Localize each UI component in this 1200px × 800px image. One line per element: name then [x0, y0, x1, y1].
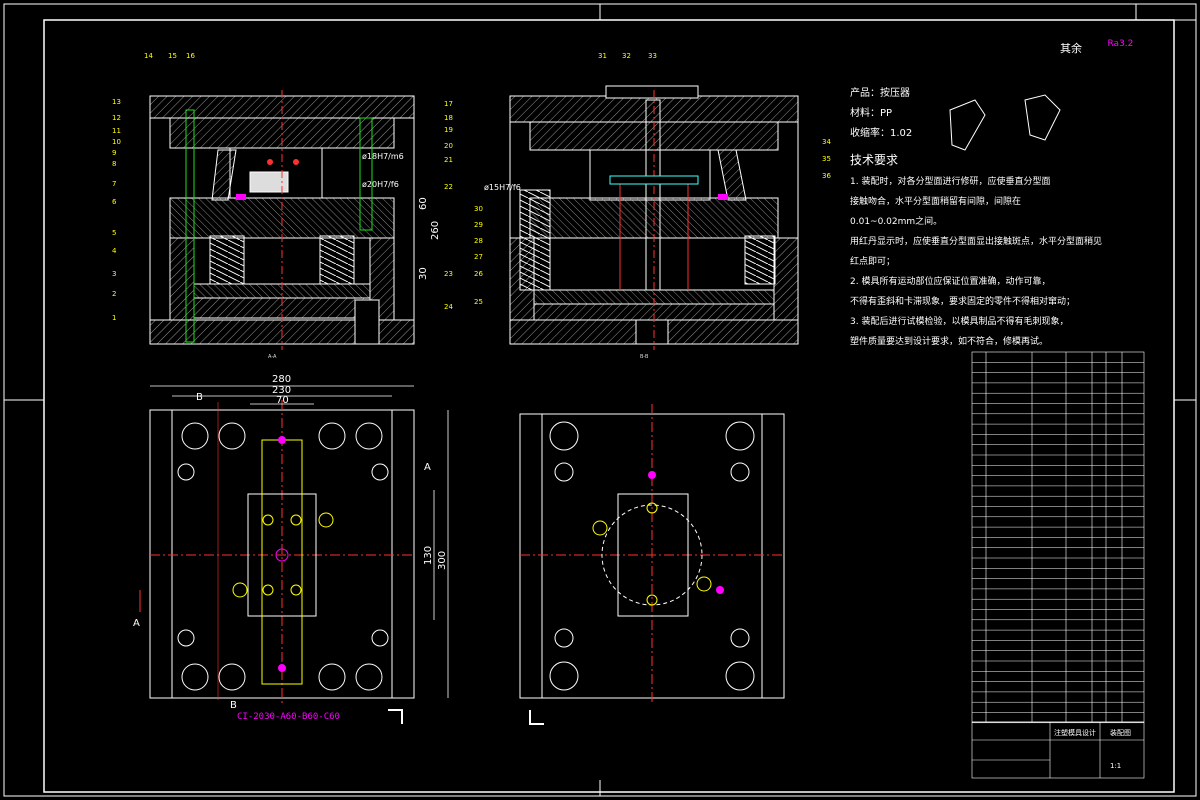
dim-fit-2: ø20H7/f6 — [362, 180, 399, 189]
dim-fit-1: ø18H7/m6 — [362, 152, 404, 161]
dim-top-width-3: 70 — [276, 395, 289, 406]
dim-side-height-1: 260 — [430, 220, 441, 240]
callout-b-left: 30 — [474, 205, 483, 213]
marker-b-top: B — [196, 392, 203, 403]
dim-top-width-2: 230 — [272, 385, 292, 396]
callout-left: 11 — [112, 127, 121, 135]
callout-left: 5 — [112, 229, 117, 237]
dim-plan-height-2: 130 — [423, 545, 434, 565]
dim-fit-3: ø15H7/f6 — [484, 183, 521, 192]
callout-b-right: 35 — [822, 155, 831, 163]
dim-side-height-3: 30 — [418, 267, 429, 280]
parts-list-rows — [972, 362, 1144, 724]
roughness-value: Ra3.2 — [1107, 39, 1134, 49]
callout-left: 6 — [112, 198, 117, 206]
callout-b-left: 29 — [474, 221, 483, 229]
roughness-note: 其余 Ra3.2 — [1060, 39, 1134, 56]
requirement-line: 3. 装配后进行试模检验，以模具制品不得有毛刺现象， — [850, 317, 1069, 327]
title-block — [971, 721, 1145, 779]
marker-a-left: A — [133, 618, 140, 629]
dim-plan-height-1: 300 — [437, 550, 448, 570]
callout-left-top: 14 — [144, 52, 153, 60]
product-name: 产品：按压器 — [850, 88, 910, 99]
section-a-a — [149, 90, 415, 350]
callout-b-left: 28 — [474, 237, 483, 245]
scale-label: 1:1 — [1110, 762, 1122, 770]
plan-view-right — [519, 404, 785, 725]
roughness-label: 其余 — [1060, 42, 1082, 55]
callout-b-top: 31 — [598, 52, 607, 60]
requirement-line: 红点即可； — [850, 257, 896, 267]
callout-b-right: 36 — [822, 172, 831, 180]
dim-side-height-2: 60 — [418, 197, 429, 210]
callout-left: 7 — [112, 180, 117, 188]
requirements-title: 技术要求 — [850, 153, 899, 167]
callout-b-left: 26 — [474, 270, 483, 278]
requirement-line: 0.01~0.02mm之间。 — [850, 217, 943, 227]
requirement-line: 用红丹显示时，应使垂直分型面显出接触斑点，水平分型面稍见 — [850, 237, 1103, 247]
product-shrinkage: 收缩率：1.02 — [850, 128, 913, 139]
plan-view-left — [139, 385, 449, 724]
marker-a-right: A — [424, 462, 431, 473]
callout-right: 17 — [444, 100, 453, 108]
part-sketch — [949, 94, 1061, 151]
callout-b-right: 34 — [822, 138, 831, 146]
callout-right: 19 — [444, 126, 453, 134]
section-label-left: A-A — [268, 354, 277, 360]
requirement-line: 1. 装配时，对各分型面进行修研，应使垂直分型面 — [850, 177, 1051, 187]
technical-notes: 产品：按压器 材料：PP 收缩率：1.02 技术要求 1. 装配时，对各分型面进… — [850, 84, 1103, 352]
callout-left: 9 — [112, 149, 117, 157]
callout-b-top: 32 — [622, 52, 631, 60]
callout-right: 20 — [444, 142, 453, 150]
product-material: 材料：PP — [850, 108, 893, 119]
dim-top-width: 280 — [272, 374, 292, 385]
part-number-id: CI-2030-A60-B60-C60 — [237, 712, 340, 722]
callout-left: 3 — [112, 270, 117, 278]
section-label-right: B-B — [640, 354, 649, 360]
callout-left: 10 — [112, 138, 121, 146]
callout-right: 23 — [444, 270, 453, 278]
requirement-line: 接触吻合，水平分型面稍留有间隙，间隙在 — [850, 197, 1022, 207]
callout-right: 18 — [444, 114, 453, 122]
design-title: 注塑模具设计 — [1054, 729, 1096, 737]
callout-b-top: 33 — [648, 52, 657, 60]
callout-left-top: 15 — [168, 52, 177, 60]
requirement-line: 2. 模具所有运动部位应保证位置准确，动作可靠， — [850, 277, 1051, 287]
parts-list — [971, 351, 1145, 723]
callout-right: 21 — [444, 156, 453, 164]
requirement-line: 不得有歪斜和卡滞现象，要求固定的零件不得相对窜动； — [850, 297, 1076, 307]
callout-left: 1 — [112, 314, 117, 322]
callout-b-left: 27 — [474, 253, 483, 261]
callout-left: 13 — [112, 98, 121, 106]
callout-left: 4 — [112, 247, 117, 255]
section-b-b — [509, 85, 799, 350]
callout-right: 22 — [444, 183, 453, 191]
callout-left: 2 — [112, 290, 117, 298]
drawing-name: 装配图 — [1110, 729, 1131, 737]
callout-left-top: 16 — [186, 52, 195, 60]
marker-b-bottom: B — [230, 700, 237, 711]
requirement-line: 塑件质量要达到设计要求，如不符合，修模再试。 — [850, 337, 1049, 347]
callout-right: 24 — [444, 303, 453, 311]
callout-b-left: 25 — [474, 298, 483, 306]
sheet-border-inner — [43, 19, 1175, 793]
callout-left: 8 — [112, 160, 117, 168]
callout-left: 12 — [112, 114, 121, 122]
